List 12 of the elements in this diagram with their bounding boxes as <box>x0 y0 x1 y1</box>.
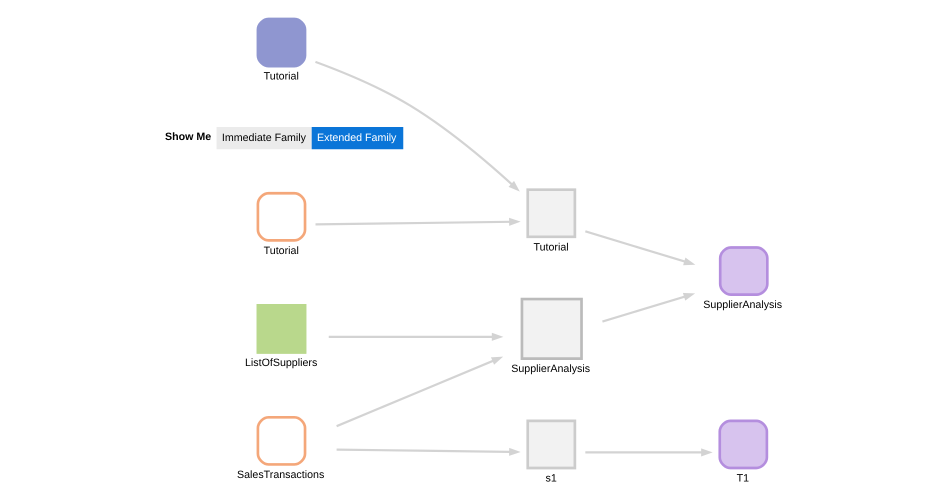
node-label: SalesTransactions <box>237 468 324 481</box>
label: Extended Family <box>317 132 396 144</box>
node-label: Tutorial <box>264 70 299 83</box>
label: Immediate Family <box>222 132 306 144</box>
node-label: Tutorial <box>534 241 569 254</box>
node-label: SupplierAnalysis <box>703 299 782 312</box>
node-label: s1 <box>546 472 557 484</box>
node-label: SupplierAnalysis <box>511 363 590 376</box>
node-label: T1 <box>736 472 750 484</box>
label: Show Me <box>165 131 212 144</box>
node-label: Tutorial <box>264 244 299 257</box>
node-label: ListOfSuppliers <box>245 356 318 369</box>
